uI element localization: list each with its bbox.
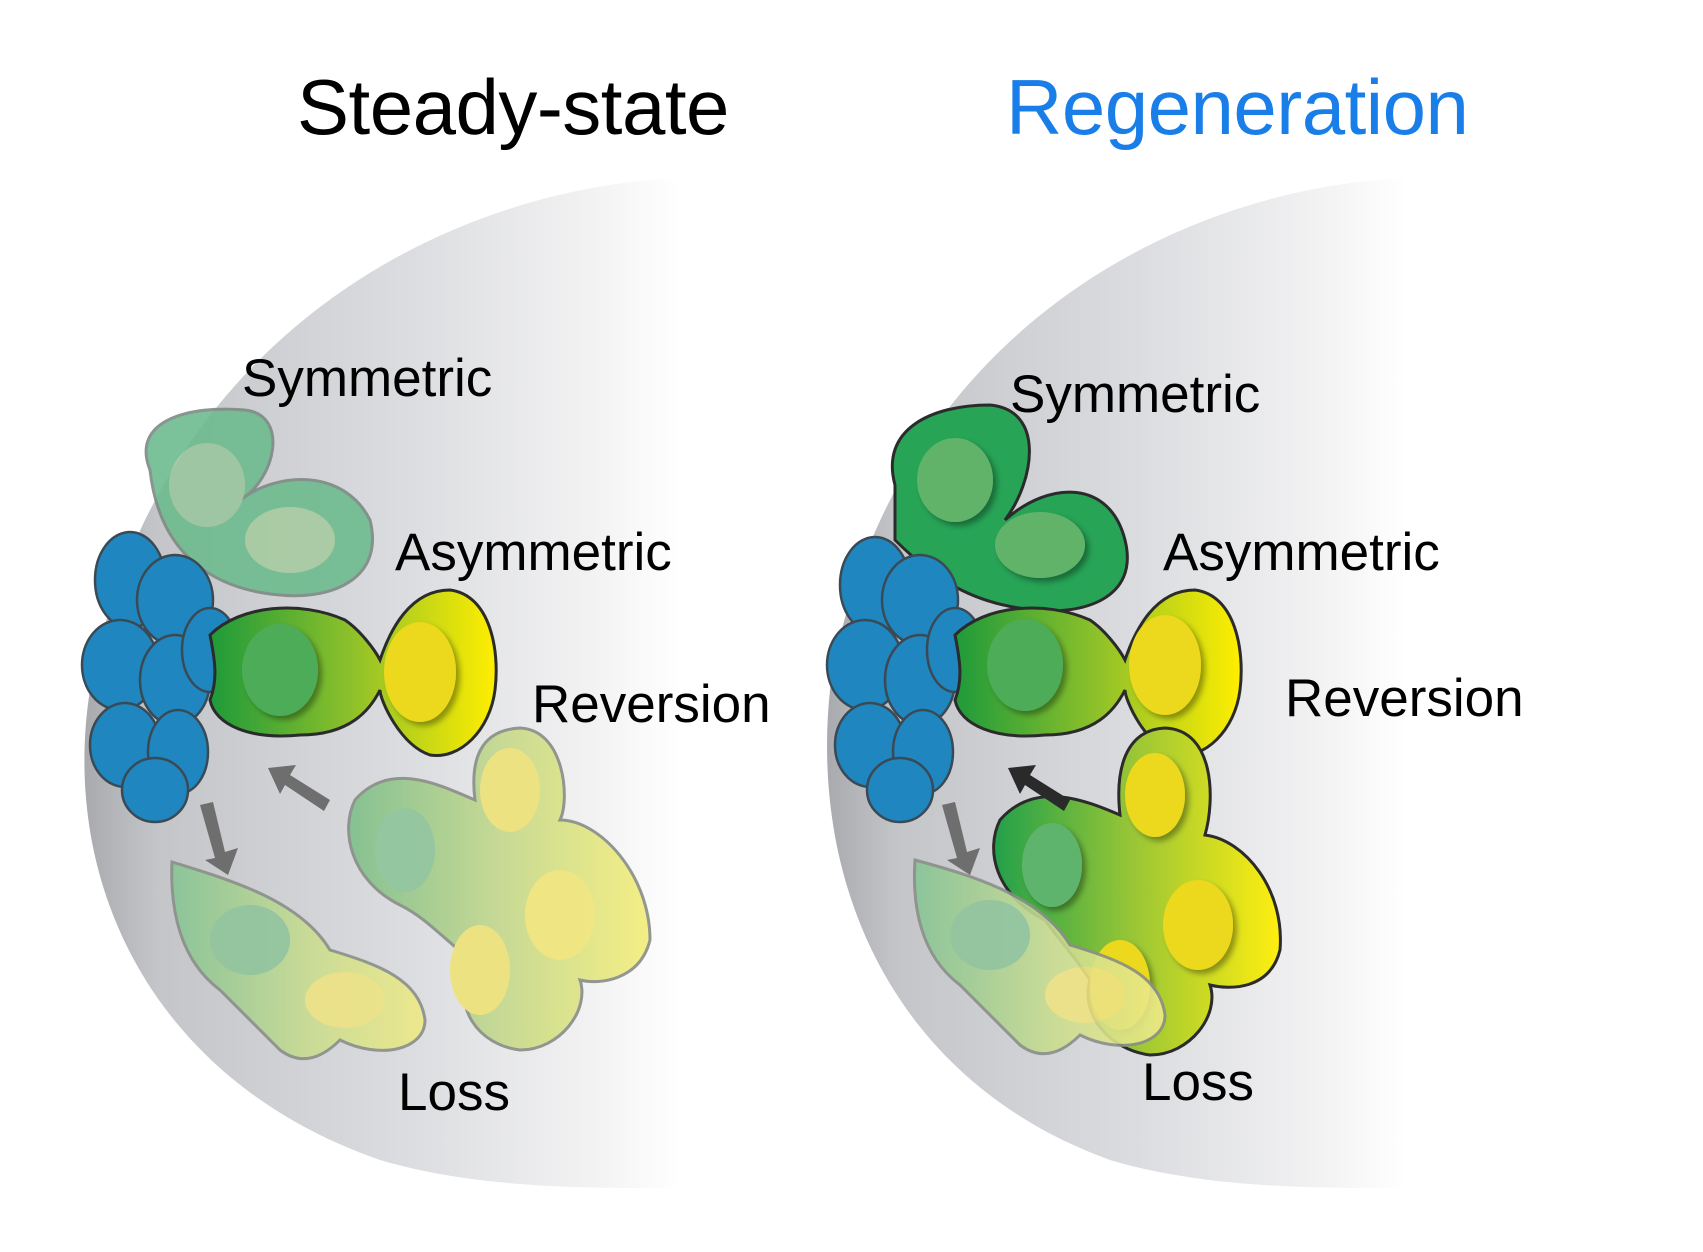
label-asymmetric-steady: Asymmetric xyxy=(395,523,672,582)
nucleus xyxy=(950,900,1030,970)
reversion-cells xyxy=(347,726,652,1052)
loss-arrow-icon xyxy=(200,802,238,875)
label-loss-regeneration: Loss xyxy=(1142,1053,1254,1112)
label-reversion-steady: Reversion xyxy=(532,675,771,734)
label-reversion-regeneration: Reversion xyxy=(1285,669,1524,728)
nucleus xyxy=(1045,967,1125,1023)
reversion-arrow-icon xyxy=(1008,765,1070,811)
steady-state-panel xyxy=(80,178,681,1189)
nucleus xyxy=(450,925,510,1015)
regeneration-panel xyxy=(825,178,1406,1189)
nucleus xyxy=(525,870,595,960)
nucleus xyxy=(1163,880,1233,970)
label-asymmetric-regeneration: Asymmetric xyxy=(1163,523,1440,582)
loss-cells xyxy=(912,858,1167,1056)
label-loss-steady: Loss xyxy=(398,1063,510,1122)
nucleus xyxy=(995,512,1085,578)
asymmetric-division-cells xyxy=(208,588,498,758)
nucleus xyxy=(375,808,435,892)
title-regeneration: Regeneration xyxy=(1006,63,1469,151)
reversion-arrow-icon xyxy=(268,765,330,811)
stem-cell-cluster xyxy=(825,535,985,824)
nucleus xyxy=(242,624,318,716)
label-symmetric-regeneration: Symmetric xyxy=(1010,365,1261,424)
nucleus xyxy=(987,619,1063,711)
nucleus xyxy=(1125,753,1185,837)
nucleus xyxy=(1129,615,1201,715)
symmetric-division-cells xyxy=(144,407,374,598)
title-steady-state: Steady-state xyxy=(297,63,729,151)
nucleus xyxy=(210,905,290,975)
nucleus xyxy=(917,438,993,522)
asymmetric-division-cells xyxy=(953,588,1243,758)
loss-arrow-icon xyxy=(942,802,980,875)
label-symmetric-steady: Symmetric xyxy=(242,349,493,408)
nucleus xyxy=(245,507,335,573)
symmetric-division-cells xyxy=(890,403,1129,613)
nucleus xyxy=(305,972,385,1028)
nucleus xyxy=(1022,823,1082,907)
nucleus xyxy=(480,748,540,832)
nucleus xyxy=(169,443,245,527)
loss-cells xyxy=(170,859,427,1061)
nucleus xyxy=(384,622,456,722)
